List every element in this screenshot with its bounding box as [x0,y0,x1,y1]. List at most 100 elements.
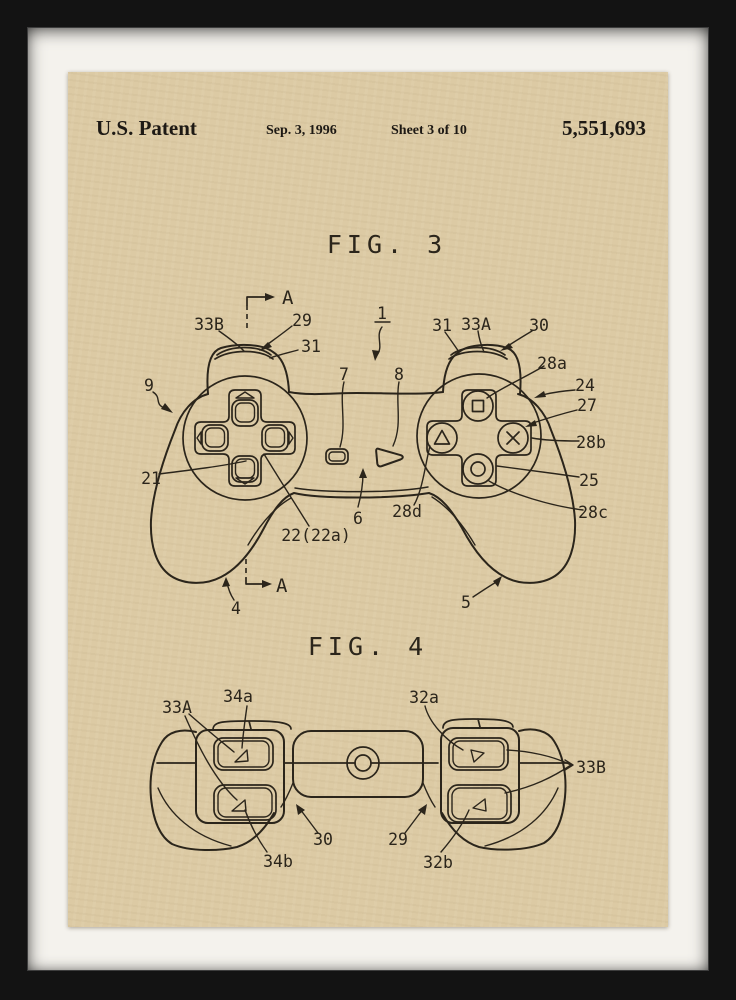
right-top-tab [442,718,514,729]
left-grip-front [149,729,275,852]
dpad-left-arrow-icon [196,431,202,445]
dpad-right-outer [261,424,289,452]
fig4-title: FIG. 4 [308,632,428,661]
patent-drawing: U.S. Patent Sep. 3, 1996 Sheet 3 of 10 5… [96,116,646,872]
arrow-29-icon [259,342,272,351]
dpad-right-arrow-icon [288,431,294,445]
leader-f4-34b [244,809,268,853]
body-outline [149,393,577,584]
fig3-label-22: 22(22a) [281,526,351,545]
leader-28a [486,365,545,399]
leader-f4-33b [504,749,572,794]
fig3-label-1: 1 [377,304,387,323]
arrow-f4-29-icon [418,804,427,815]
fig4-drawing: FIG. 4 [149,632,606,872]
square-button [462,390,494,422]
section-label-top: A [282,287,294,309]
circle-glyph-icon [470,461,486,477]
dpad-right-button [261,424,289,452]
leader-24 [541,389,576,396]
fig4-label-33b: 33B [576,758,606,777]
fig3-leader-lines [152,321,584,601]
fig3-title: FIG. 3 [327,230,447,259]
fig3-label-24: 24 [575,376,595,395]
triangle-button [426,422,458,454]
fig3-label-6: 6 [353,509,363,528]
fig3-label-9: 9 [144,376,154,395]
leader-f4-33a [184,713,238,801]
fig4-ref-labels: 33A 34a 32a 33B 30 29 34b 32b [162,687,606,872]
fig3-label-7: 7 [339,365,349,384]
patent-header: U.S. Patent Sep. 3, 1996 Sheet 3 of 10 5… [96,116,646,140]
cable-connector-outer [346,746,380,780]
dpad-up-button [231,399,259,427]
controller-top-view [149,343,577,584]
arrow-24-icon [534,391,546,398]
dpad-up-arrow-icon [235,391,255,399]
fig3-label-33a: 33A [461,315,491,334]
dpad-left-inner [204,427,226,448]
action-buttons [426,389,532,487]
dpad-down-outer [231,455,259,483]
header-patent-number: 5,551,693 [562,116,646,140]
fig4-label-34a: 34a [223,687,253,706]
fig3-ref-labels: 33B 29 31 1 31 33A 30 28a 9 7 8 24 27 28… [141,304,608,618]
r2-inner [451,787,508,820]
dpad-disc [182,375,308,501]
leader-33a [477,330,485,353]
arrow-30-icon [500,343,513,351]
leader-9 [152,391,165,409]
fig3-label-33b: 33B [194,315,224,334]
arrow-27-icon [525,420,537,427]
r1-inner [452,740,505,768]
fig3-label-28a: 28a [537,354,567,373]
fig4-label-29: 29 [388,830,408,849]
left-grip-inner-line [157,787,232,847]
arrow-6-icon [359,468,367,478]
fig3-label-25: 25 [579,471,599,490]
fig3-label-5: 5 [461,593,471,612]
right-shoulder-button-cap [448,346,508,360]
fig3-label-4: 4 [231,599,241,618]
patent-sheet: U.S. Patent Sep. 3, 1996 Sheet 3 of 10 5… [68,72,668,927]
fig4-label-32b: 32b [423,853,453,872]
fig4-label-33a: 33A [162,698,192,717]
r2-button [447,784,512,823]
leader-f4-34a [241,705,248,749]
action-cross-recess [426,389,532,487]
leader-5 [472,580,499,598]
header-date: Sep. 3, 1996 [266,123,337,138]
select-button [325,448,349,465]
fig4-label-30: 30 [313,830,333,849]
fig3-label-29: 29 [292,311,312,330]
section-arrow-top-icon [265,293,275,301]
fig3-label-27: 27 [577,396,597,415]
leader-25 [496,465,580,478]
dpad-right-inner [264,427,286,448]
leader-28c [488,480,584,511]
l2-outer [213,784,277,821]
arrow-9-icon [161,403,173,413]
center-body [292,730,424,798]
dpad-up-inner [234,402,256,423]
r1-outer [448,737,509,771]
square-glyph-icon [471,399,485,413]
dpad [194,389,296,487]
l2-button [213,784,277,821]
arrow-5-icon [493,576,502,587]
section-bend-top [246,296,266,306]
section-label-bottom: A [276,575,288,597]
leader-21 [158,460,247,475]
leader-f4-32a [424,705,464,751]
fig3-drawing: FIG. 3 [141,230,608,618]
leader-f4-29 [404,808,424,834]
mat-board: U.S. Patent Sep. 3, 1996 Sheet 3 of 10 5… [27,27,709,971]
l2-inner [217,787,273,818]
fig3-label-31-right: 31 [432,316,452,335]
body-top-edge [288,391,444,396]
fig4-label-32a: 32a [409,688,439,707]
select-inner [328,451,346,462]
l1-triangle-icon [234,749,249,763]
